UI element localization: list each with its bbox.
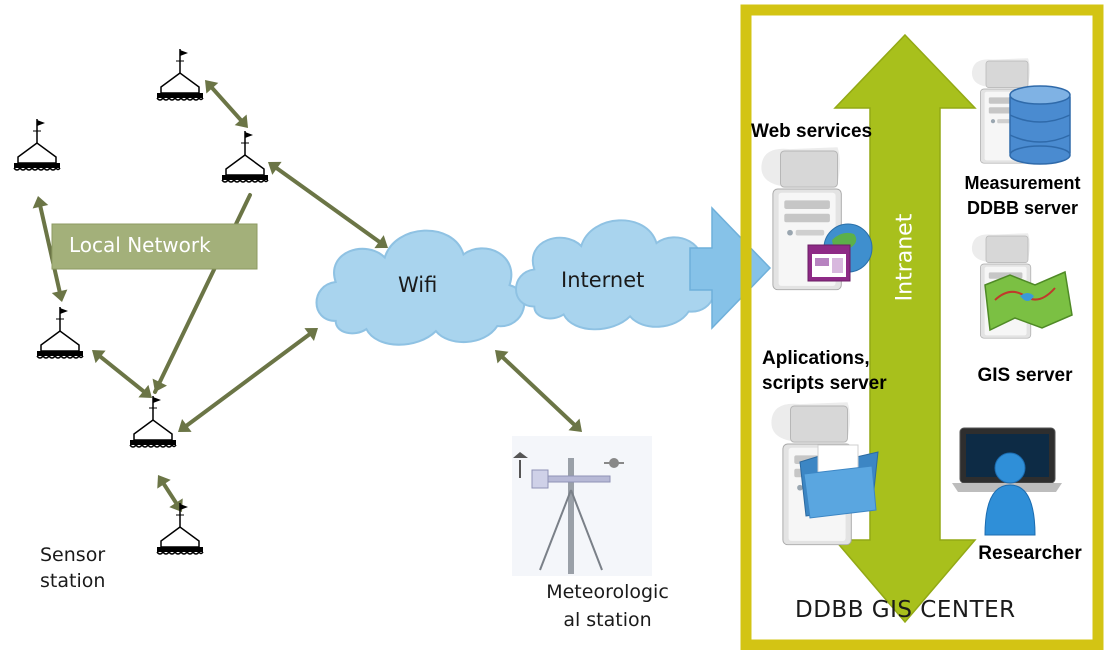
meteorological-station-label: Meteorologic al station <box>546 581 669 631</box>
buoy-antenna-icon <box>156 502 204 555</box>
arrow-head <box>304 328 318 341</box>
arrow-head <box>268 161 282 175</box>
arrow-head <box>568 418 582 432</box>
buoy-antenna-icon <box>13 118 61 171</box>
arrow-head <box>32 196 49 209</box>
local-network-box <box>51 223 258 270</box>
measurement-server-label: Measurement DDBB server <box>964 173 1081 218</box>
local-network-label: Local Network <box>69 233 211 257</box>
buoy-antenna-icon <box>36 306 84 359</box>
web-services-label: Web services <box>751 121 873 142</box>
link-line <box>37 201 63 297</box>
arrow-head <box>205 80 219 94</box>
gis-server-label: GIS server <box>977 365 1073 386</box>
sensor-stations <box>13 48 269 555</box>
arrow-head <box>234 114 248 128</box>
local-network-links <box>32 80 252 512</box>
arrow-head <box>374 235 388 249</box>
arrow-head <box>92 350 106 364</box>
buoy-antenna-icon <box>156 48 204 101</box>
wifi-label: Wifi <box>398 273 438 297</box>
researcher-label: Researcher <box>978 543 1082 564</box>
person-laptop-icon <box>952 427 1062 536</box>
link-line <box>182 330 314 430</box>
buoy-antenna-icon <box>221 130 269 183</box>
arrow-head <box>495 350 509 364</box>
link-line <box>96 352 148 396</box>
wide-area-links <box>178 161 582 432</box>
arrow-head <box>51 289 68 302</box>
server-browser-icon <box>760 146 873 291</box>
server-map-icon <box>971 232 1073 339</box>
arrow-head <box>138 384 152 398</box>
arrow-head <box>157 475 171 489</box>
link-line <box>498 353 579 429</box>
applications-server-label: Aplications, scripts server <box>762 348 887 394</box>
arrow-head <box>152 378 167 392</box>
server-folder-icon <box>770 401 879 546</box>
server-database-icon <box>971 57 1071 165</box>
link-line <box>208 83 245 125</box>
internet-label: Internet <box>561 268 645 292</box>
center-title: DDBB GIS CENTER <box>795 597 1016 623</box>
link-line <box>160 479 180 508</box>
intranet-label: Intranet <box>892 213 918 302</box>
arrow-head <box>178 419 192 432</box>
buoy-antenna-icon <box>129 395 177 448</box>
sensor-station-label: Sensor station <box>40 544 106 592</box>
link-line <box>272 164 384 246</box>
ddbb-gis-center-border <box>740 4 1104 650</box>
weather-mast-icon <box>512 436 652 576</box>
